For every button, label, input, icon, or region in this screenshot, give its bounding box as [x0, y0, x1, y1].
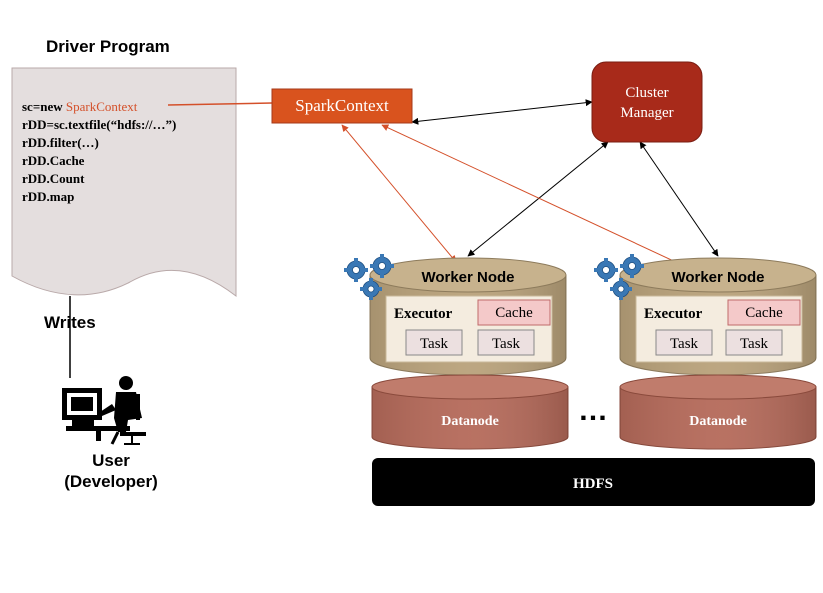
worker-node-2-task1-box — [655, 329, 713, 356]
worker-node-1-cache-box — [477, 299, 551, 326]
datanode-2-label: Datanode — [689, 414, 747, 429]
gears-icon-2 — [594, 254, 644, 300]
worker-node-1-title: Worker Node — [421, 269, 514, 286]
datanode-1 — [371, 374, 569, 450]
sparkcontext-label: SparkContext — [295, 96, 389, 115]
code-line-5: rDD.Count — [22, 171, 85, 186]
worker-node-1-task2-box — [477, 329, 535, 356]
gears-icon — [344, 254, 394, 300]
driver-code-block: sc=new SparkContext rDD=sc.textfile(“hdf… — [22, 98, 176, 206]
worker-node-2-task2-box — [725, 329, 783, 356]
code-line-6: rDD.map — [22, 189, 75, 204]
worker-node-1-executor: Executor — [394, 306, 453, 322]
cluster-manager-line1: Cluster — [625, 85, 668, 101]
driver-program-document — [11, 67, 237, 298]
sc-worker2-arrow — [381, 124, 711, 279]
user-label-line2: (Developer) — [64, 472, 158, 491]
user-label-line1: User — [92, 451, 130, 470]
code-line-3: rDD.filter(…) — [22, 135, 99, 150]
hdfs-bar — [372, 458, 815, 506]
sparkcontext-box — [271, 88, 413, 124]
driver-program-title: Driver Program — [46, 37, 170, 56]
worker-node-1-task1: Task — [420, 336, 449, 352]
ellipsis: … — [578, 394, 608, 427]
cm-worker2-arrow — [639, 141, 719, 257]
cluster-manager-box — [591, 61, 703, 143]
worker-node-1-task2: Task — [492, 336, 521, 352]
datanode-2 — [619, 374, 817, 450]
worker-node-2-executor: Executor — [644, 306, 703, 322]
sc-cm-arrow — [411, 99, 593, 125]
worker-node-1-task1-box — [405, 329, 463, 356]
code-line-1-sparkcontext: SparkContext — [65, 99, 138, 114]
sparkcontext-link-line — [167, 102, 273, 106]
code-line-2: rDD=sc.textfile(“hdfs://…”) — [22, 117, 177, 132]
code-line-4: rDD.Cache — [22, 153, 85, 168]
user-computer-icon — [62, 376, 146, 445]
cluster-manager-line2: Manager — [620, 105, 673, 121]
code-line-1-prefix: sc=new — [22, 99, 66, 114]
cm-worker1-arrow — [467, 141, 609, 257]
hdfs-label: HDFS — [573, 476, 613, 492]
worker-node-2-cache: Cache — [745, 305, 783, 321]
sc-worker1-arrow — [341, 124, 457, 263]
datanode-1-label: Datanode — [441, 414, 499, 429]
writes-label: Writes — [44, 313, 96, 332]
worker-node-1-cache: Cache — [495, 305, 533, 321]
worker-node-2-task2: Task — [740, 336, 769, 352]
worker-node-2-cache-box — [727, 299, 801, 326]
worker-node-2-title: Worker Node — [671, 269, 764, 286]
worker-node-2-task1: Task — [670, 336, 699, 352]
code-line-1: sc=new SparkContext — [22, 98, 176, 116]
